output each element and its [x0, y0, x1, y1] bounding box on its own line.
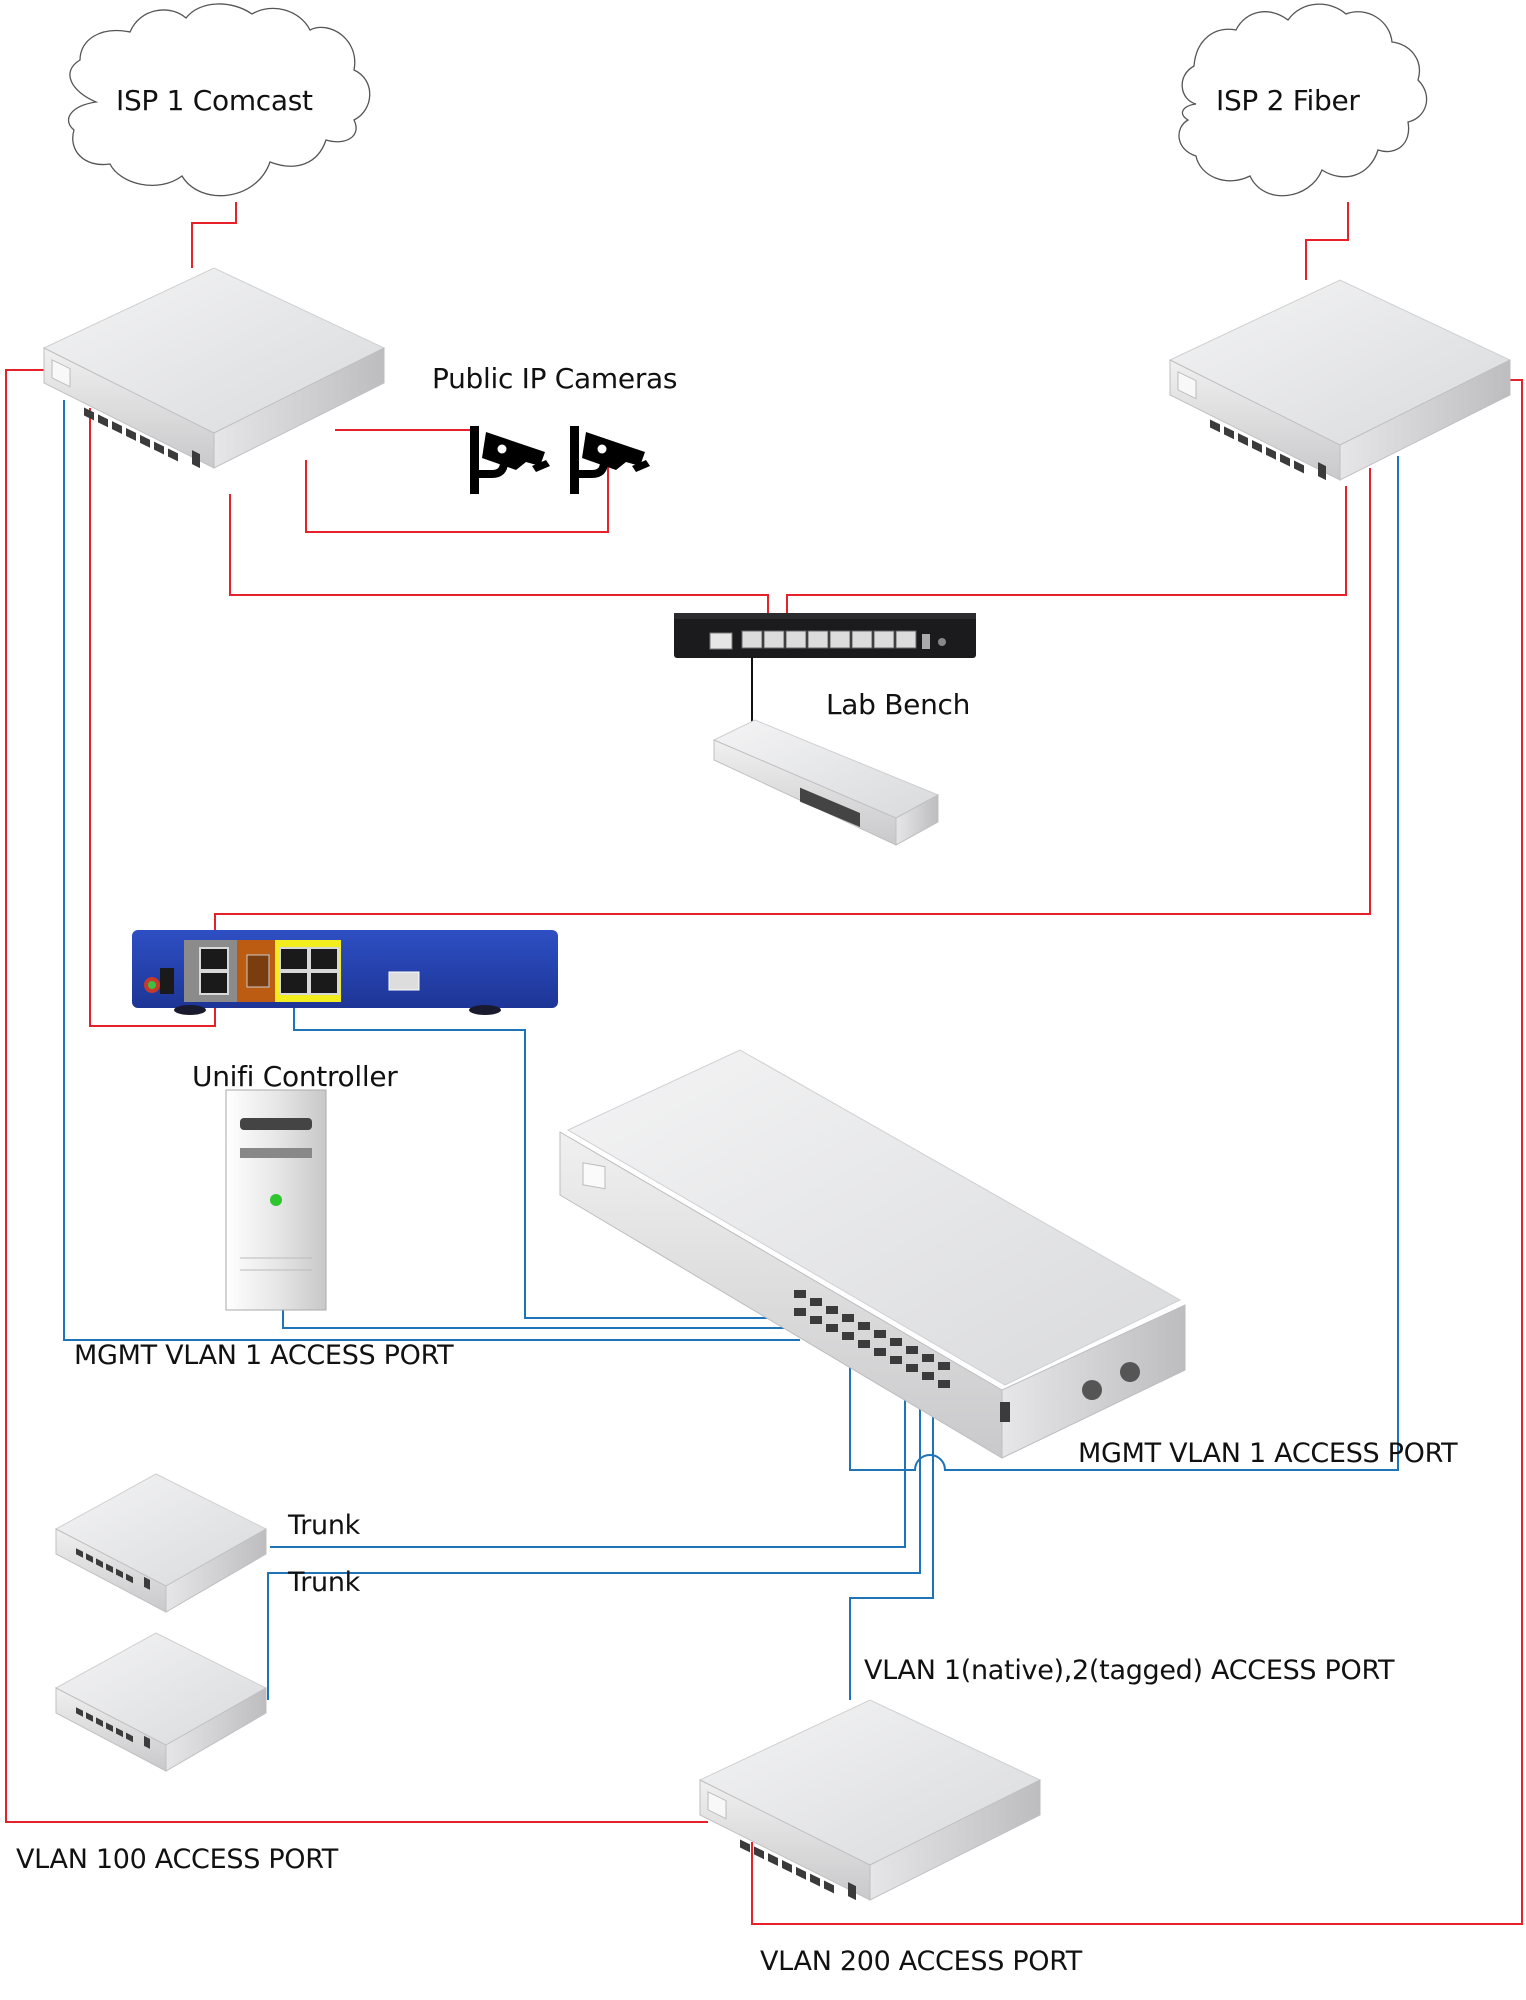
- link-vlan-native: [849, 1390, 934, 1700]
- vlan100-label: VLAN 100 ACCESS PORT: [16, 1844, 338, 1875]
- mgmt-right-label: MGMT VLAN 1 ACCESS PORT: [1078, 1438, 1458, 1469]
- unifi-controller-label: Unifi Controller: [192, 1060, 398, 1093]
- link-router1-core: [89, 408, 216, 1027]
- lab-bench-label: Lab Bench: [826, 688, 971, 721]
- isp2-label: ISP 2 Fiber: [1216, 84, 1360, 117]
- lab-firewall[interactable]: [674, 613, 976, 658]
- link-trunk1: [270, 1390, 906, 1548]
- isp1-label: ISP 1 Comcast: [116, 84, 313, 117]
- trunk-switch-1[interactable]: [55, 1473, 267, 1613]
- camera-icon: [470, 426, 550, 494]
- link-isp1-router: [191, 202, 237, 268]
- vlan-native-label: VLAN 1(native),2(tagged) ACCESS PORT: [864, 1655, 1395, 1686]
- core-switch[interactable]: [559, 1049, 1186, 1459]
- vlan200-label: VLAN 200 ACCESS PORT: [760, 1946, 1082, 1977]
- lab-switch[interactable]: [712, 719, 940, 846]
- link-router1-lab: [229, 494, 769, 620]
- trunk1-label: Trunk: [288, 1510, 360, 1541]
- router-isp2[interactable]: [1169, 279, 1511, 481]
- cloud-isp2: [1178, 3, 1428, 197]
- link-unifi-switch: [282, 1310, 795, 1329]
- link-mgmt-router2: [849, 456, 1399, 1471]
- camera-icon: [570, 426, 650, 494]
- router-isp1[interactable]: [43, 267, 385, 469]
- trunk-switch-2[interactable]: [55, 1632, 267, 1772]
- link-router1-camera2: [305, 460, 609, 533]
- mgmt-left-label: MGMT VLAN 1 ACCESS PORT: [74, 1340, 454, 1371]
- cloud-isp1: [68, 3, 371, 197]
- link-mgmt-router1: [63, 400, 800, 1341]
- link-isp2-router: [1305, 202, 1349, 280]
- link-trunk2: [267, 1390, 921, 1700]
- link-router2-lab: [786, 486, 1347, 620]
- trunk2-label: Trunk: [288, 1567, 360, 1598]
- lan-links: [63, 400, 1399, 1700]
- link-core-switch: [293, 1000, 792, 1319]
- link-router2-core: [214, 468, 1371, 960]
- core-router[interactable]: [132, 930, 558, 1015]
- unifi-controller[interactable]: [225, 1089, 327, 1311]
- cameras-label: Public IP Cameras: [432, 362, 678, 395]
- link-vlan100: [5, 369, 708, 1823]
